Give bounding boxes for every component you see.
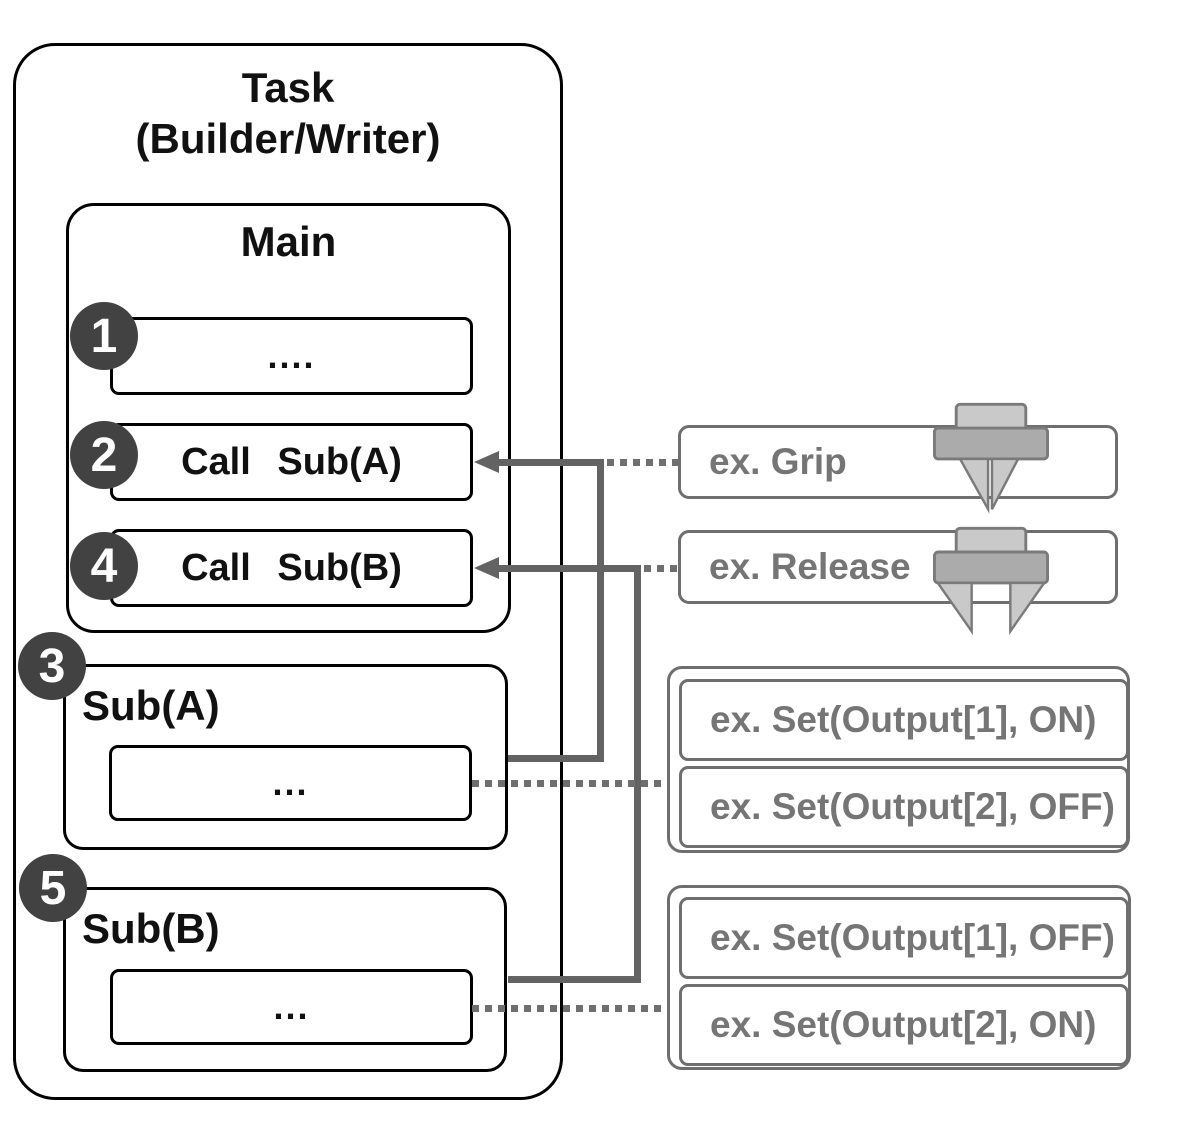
main-title: Main bbox=[240, 218, 337, 265]
grip-dotted-line bbox=[607, 459, 678, 466]
sub-a-body-box: ... bbox=[109, 745, 472, 821]
subb-elbow-line bbox=[508, 976, 641, 983]
release-annotation-box: ex. Release bbox=[678, 530, 1118, 604]
set-b-line-2-label: ex. Set(Output[2], ON) bbox=[710, 1004, 1097, 1045]
step-badge-5-number: 5 bbox=[39, 861, 67, 915]
set-group-a-box: ex. Set(Output[1], ON) ex. Set(Output[2]… bbox=[667, 666, 1130, 853]
callsubb-arrow-head bbox=[474, 557, 499, 579]
grip-label: ex. Grip bbox=[709, 441, 847, 482]
grip-annotation-box: ex. Grip bbox=[678, 425, 1118, 499]
step-badge-1: 1 bbox=[70, 302, 138, 370]
task-title-line1: Task bbox=[241, 64, 335, 111]
subb-riser-line bbox=[634, 565, 641, 983]
step-badge-1-number: 1 bbox=[90, 309, 118, 363]
suba-riser-line bbox=[597, 459, 604, 762]
set-b-line-2-box: ex. Set(Output[2], ON) bbox=[679, 984, 1129, 1066]
suba-elbow-line bbox=[508, 755, 604, 762]
step-badge-5: 5 bbox=[19, 854, 87, 922]
step-badge-4: 4 bbox=[70, 532, 138, 600]
set-a-line-1-label: ex. Set(Output[1], ON) bbox=[710, 699, 1097, 740]
step-badge-2: 2 bbox=[70, 421, 138, 489]
step-badge-3-number: 3 bbox=[38, 639, 66, 693]
set-a-line-1-box: ex. Set(Output[1], ON) bbox=[679, 679, 1129, 761]
step-badge-2-number: 2 bbox=[90, 428, 118, 482]
sub-a-body-label: ... bbox=[272, 762, 309, 803]
sub-b-body-box: ... bbox=[110, 969, 473, 1045]
step-badge-4-number: 4 bbox=[90, 539, 118, 593]
sub-b-body-label: ... bbox=[273, 986, 310, 1027]
sub-b-title: Sub(B) bbox=[82, 905, 220, 952]
task-title-line2: (Builder/Writer) bbox=[135, 115, 441, 163]
main-step-label-4: Call Sub(B) bbox=[181, 546, 402, 589]
set-a-line-2-label: ex. Set(Output[2], OFF) bbox=[710, 786, 1115, 827]
set-b-line-1-label: ex. Set(Output[1], OFF) bbox=[710, 917, 1115, 958]
main-step-label-2: Call Sub(A) bbox=[181, 440, 402, 483]
release-dotted-line bbox=[644, 565, 678, 572]
main-step-box-4: Call Sub(B) bbox=[110, 529, 473, 607]
main-step-label-1: .... bbox=[267, 335, 316, 376]
main-step-box-1: .... bbox=[110, 317, 473, 395]
set-a-line-2-box: ex. Set(Output[2], OFF) bbox=[679, 766, 1129, 848]
step-badge-3: 3 bbox=[18, 632, 86, 700]
set-b-line-1-box: ex. Set(Output[1], OFF) bbox=[679, 897, 1129, 979]
release-label: ex. Release bbox=[709, 546, 911, 587]
set-group-b-box: ex. Set(Output[1], OFF) ex. Set(Output[2… bbox=[667, 885, 1131, 1070]
subb-set-dotted-line bbox=[472, 1005, 667, 1012]
callsuba-arrow-head bbox=[474, 451, 499, 473]
main-step-box-2: Call Sub(A) bbox=[110, 423, 473, 501]
task-title: Task (Builder/Writer) bbox=[13, 62, 563, 164]
sub-a-title: Sub(A) bbox=[82, 682, 220, 729]
gripper-open-icon bbox=[933, 526, 1049, 636]
gripper-closed-icon bbox=[933, 402, 1049, 514]
callsubb-arrow-shaft bbox=[494, 565, 641, 572]
suba-set-dotted-line bbox=[472, 780, 667, 787]
callsuba-arrow-shaft bbox=[494, 459, 604, 466]
